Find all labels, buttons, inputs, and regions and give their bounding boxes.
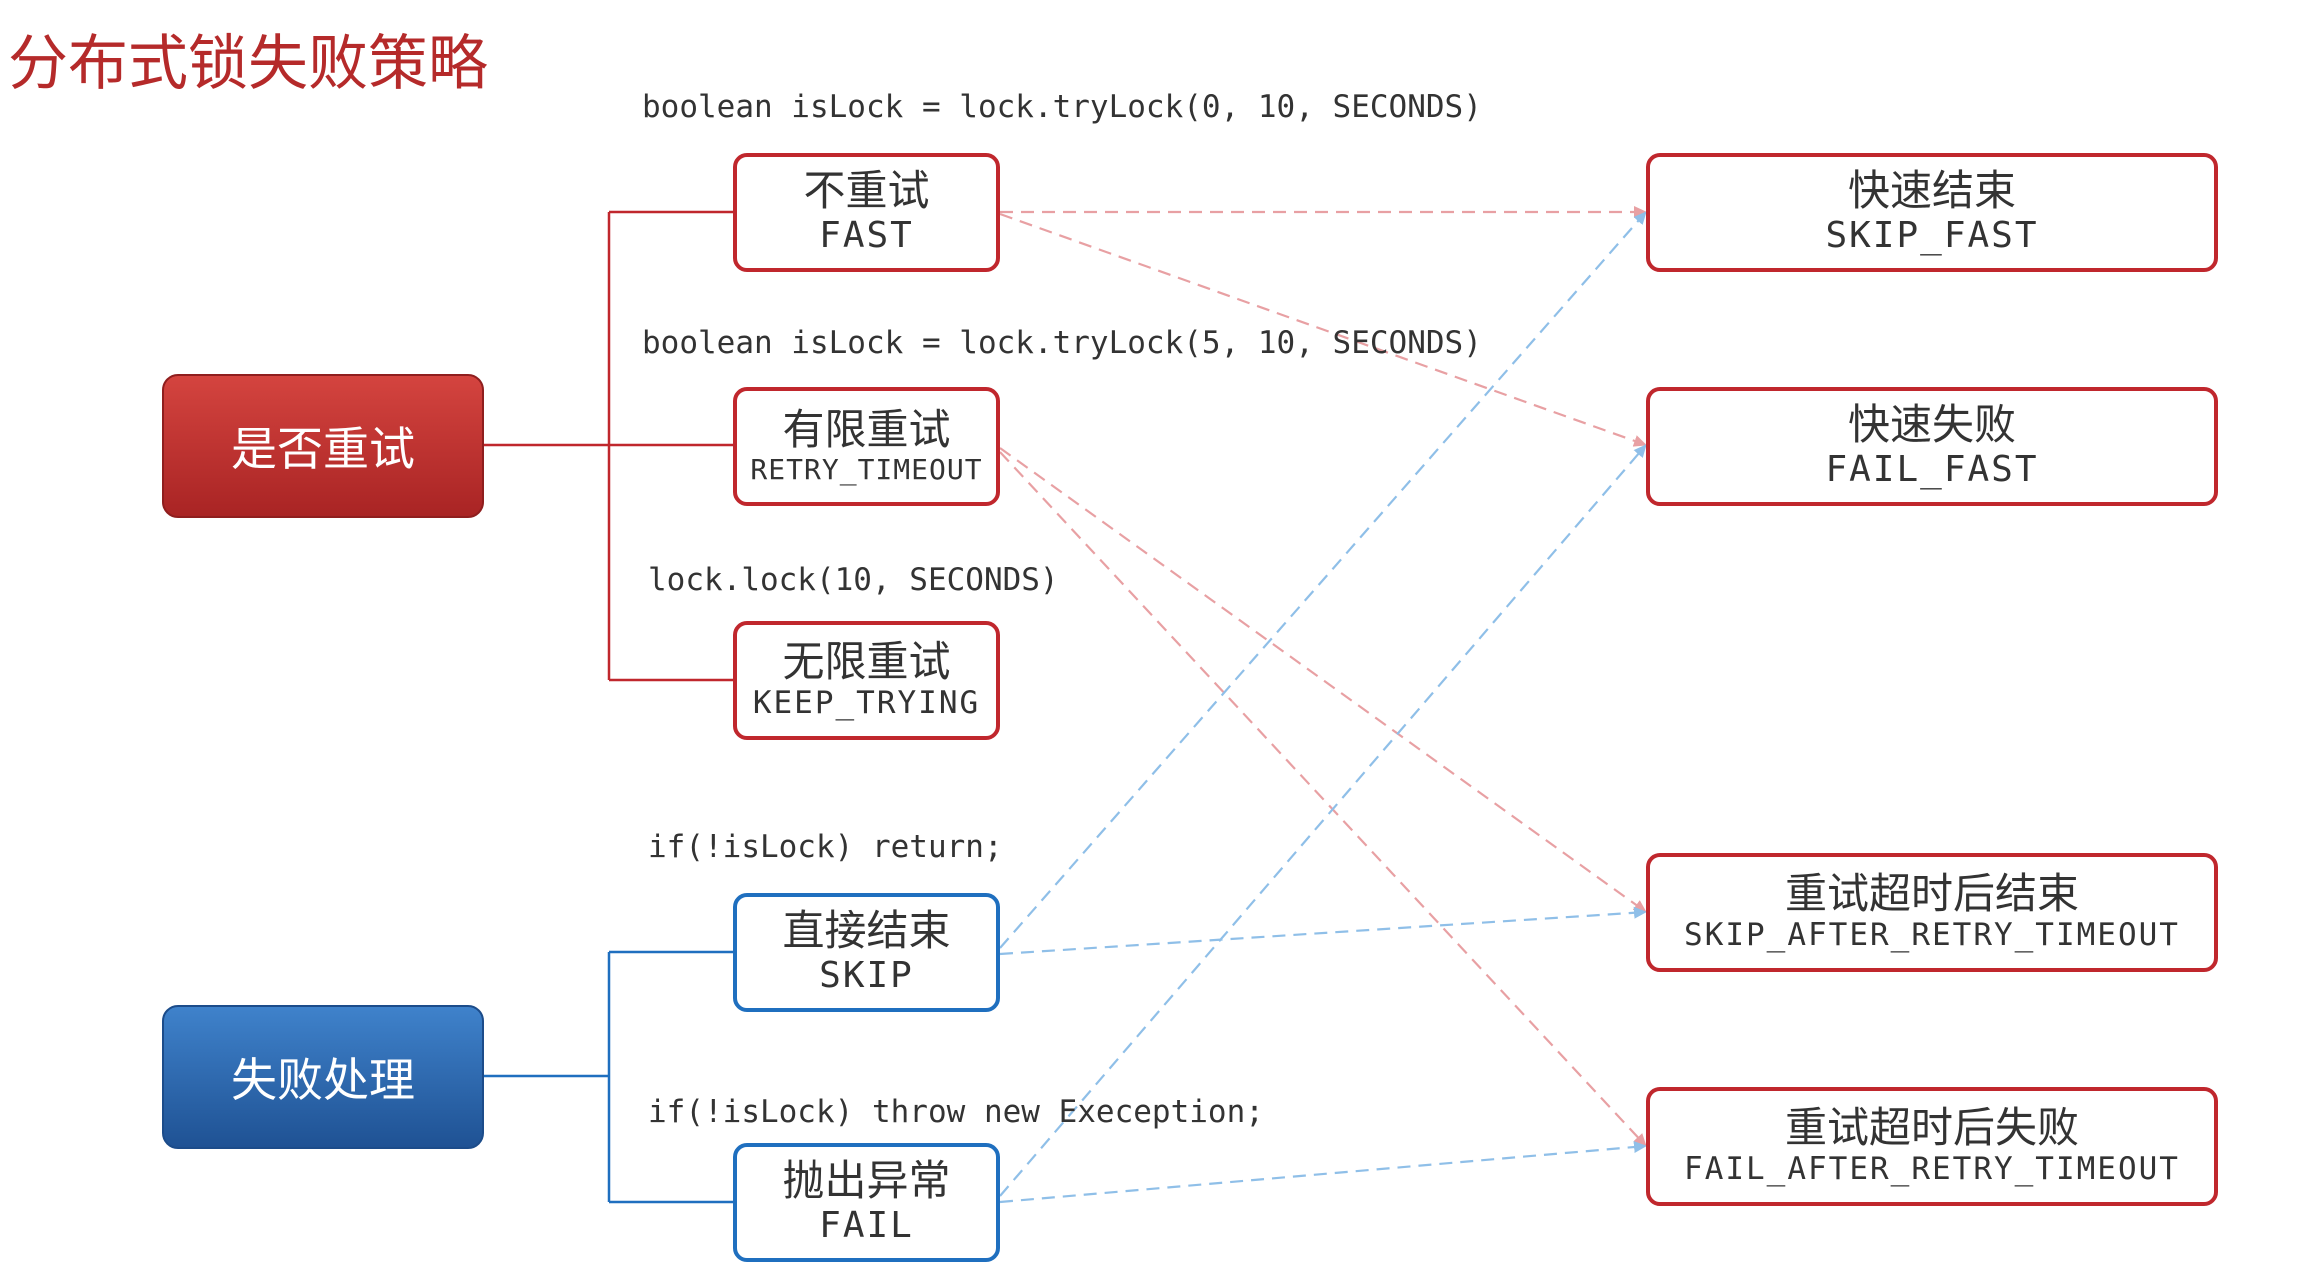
result-fail-after-retry-timeout-en: FAIL_AFTER_RETRY_TIMEOUT [1684,1151,2180,1188]
arrow-skip-to-skip-after [999,906,1647,956]
option-skip: 直接结束 SKIP [733,893,1000,1012]
result-skip-after-retry-timeout: 重试超时后结束 SKIP_AFTER_RETRY_TIMEOUT [1646,853,2218,972]
result-skip-after-retry-timeout-cn: 重试超时后结束 [1784,869,2079,919]
option-fail: 抛出异常 FAIL [733,1143,1000,1262]
fail-tree-connector [484,950,733,1204]
option-retry-timeout-en: RETRY_TIMEOUT [750,453,983,487]
option-keep-trying-cn: 无限重试 [782,637,951,687]
arrow-fail-to-fail-fast [999,444,1647,1197]
result-fail-after-retry-timeout: 重试超时后失败 FAIL_AFTER_RETRY_TIMEOUT [1646,1087,2218,1206]
result-skip-after-retry-timeout-en: SKIP_AFTER_RETRY_TIMEOUT [1684,917,2180,954]
category-retry: 是否重试 [162,374,484,518]
result-skip-fast-en: SKIP_FAST [1825,215,2039,257]
option-keep-trying-en: KEEP_TRYING [752,685,981,722]
result-skip-fast-cn: 快速结束 [1847,166,2016,216]
option-fast: 不重试 FAST [733,153,1000,272]
result-skip-fast: 快速结束 SKIP_FAST [1646,153,2218,272]
arrow-retry-timeout-to-skip-after [999,447,1647,913]
result-fail-fast-en: FAIL_FAST [1825,449,2039,491]
option-retry-timeout: 有限重试 RETRY_TIMEOUT [733,387,1000,506]
fail-arrows [999,211,1647,1204]
code-fast: boolean isLock = lock.tryLock(0, 10, SEC… [642,89,1482,125]
page-title: 分布式锁失败策略 [8,29,488,99]
code-retry-timeout: boolean isLock = lock.tryLock(5, 10, SEC… [642,325,1482,361]
category-fail-handling: 失败处理 [162,1005,484,1149]
arrow-skip-to-skip-fast [999,211,1647,949]
code-keep-trying: lock.lock(10, SECONDS) [648,562,1059,598]
option-skip-cn: 直接结束 [782,906,951,956]
result-fail-fast-cn: 快速失败 [1847,400,2016,450]
arrow-fast-to-fail-fast [999,212,1647,447]
arrow-fail-to-fail-after [999,1141,1647,1204]
option-skip-en: SKIP [819,955,914,997]
arrow-retry-timeout-to-fail-after [999,451,1647,1147]
option-keep-trying: 无限重试 KEEP_TRYING [733,621,1000,740]
option-fast-cn: 不重试 [803,166,930,216]
retry-tree-connector [484,210,733,682]
code-fail: if(!isLock) throw new Exeception; [648,1094,1264,1130]
option-fast-en: FAST [819,215,914,257]
code-skip: if(!isLock) return; [648,829,1003,865]
option-retry-timeout-cn: 有限重试 [782,405,951,455]
result-fail-fast: 快速失败 FAIL_FAST [1646,387,2218,506]
option-fail-en: FAIL [819,1205,914,1247]
retry-arrows [999,206,1647,1147]
option-fail-cn: 抛出异常 [782,1156,951,1206]
result-fail-after-retry-timeout-cn: 重试超时后失败 [1784,1103,2079,1153]
